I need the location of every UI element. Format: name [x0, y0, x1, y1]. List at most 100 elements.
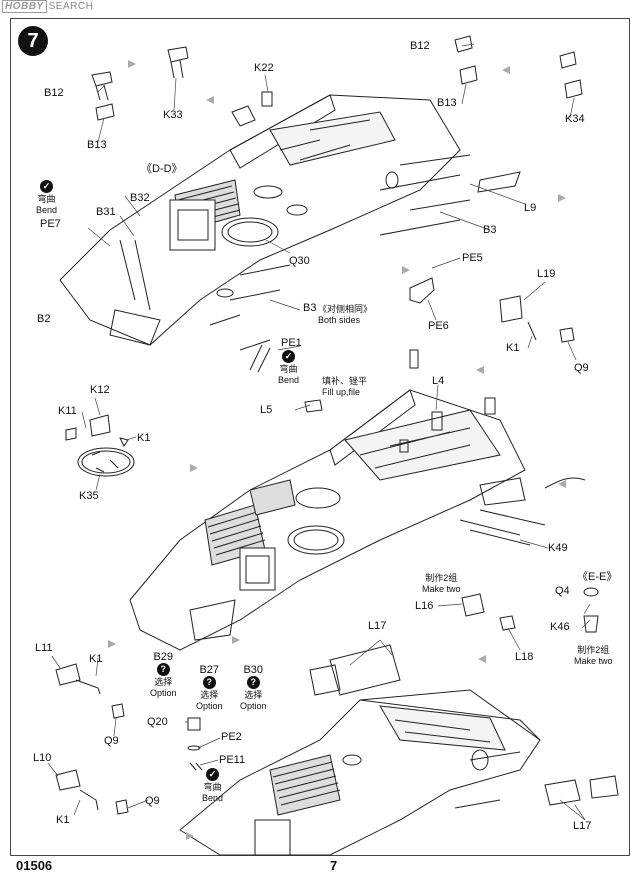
hull-bottom-drawing: [179, 644, 619, 856]
parts-middle-left: [65, 414, 135, 477]
label-b2: B2: [37, 313, 51, 325]
option-note-b29: B29 ? 选择 Option: [150, 652, 177, 699]
label-l16: L16: [415, 600, 434, 612]
option-note-b30: B30 ? 选择 Option: [240, 665, 267, 712]
fill-up-en: Fill up,file: [322, 387, 361, 397]
watermark-logo: HOBBY: [2, 0, 47, 13]
fill-up-cn: 填补、锉平: [322, 376, 368, 386]
option-cn: 选择: [244, 690, 263, 700]
parts-right-lower: [461, 587, 599, 633]
label-l17-bottom: L17: [573, 820, 592, 832]
bend-icon: ✓: [282, 350, 296, 363]
label-k35: K35: [79, 490, 99, 502]
parts-bottom-left: [55, 663, 203, 815]
label-k11: K11: [58, 405, 77, 417]
direction-arrows: [108, 60, 566, 840]
bend-note-cn: 弯曲: [203, 782, 222, 792]
label-q4: Q4: [555, 585, 570, 597]
both-sides-note: 《对侧相同》Both sides: [318, 304, 372, 326]
label-pe7: PE7: [40, 218, 61, 230]
label-l11: L11: [35, 642, 53, 654]
label-pe6: PE6: [428, 320, 449, 332]
label-q20: Q20: [147, 716, 168, 728]
label-l19: L19: [537, 268, 556, 280]
make-two-cn: 制作2组: [425, 573, 458, 583]
option-en: Option: [240, 701, 267, 711]
label-b12-left: B12: [44, 87, 64, 99]
label-k1-bottom: K1: [56, 814, 70, 826]
label-q30: Q30: [289, 255, 310, 267]
make-two-en: Make two: [422, 584, 461, 594]
label-b12-right: B12: [410, 40, 430, 52]
bend-note-pe1: ✓ 弯曲 Bend: [278, 350, 299, 386]
label-k33: K33: [163, 109, 183, 121]
label-pe5: PE5: [462, 252, 483, 264]
label-l9: L9: [524, 202, 537, 214]
bend-note-en: Bend: [36, 205, 58, 215]
bend-note-pe11: ✓ 弯曲 Bend: [202, 768, 223, 804]
leader-lines: [47, 43, 591, 821]
bend-icon: ✓: [206, 768, 220, 781]
make-two-en: Make two: [574, 656, 613, 666]
label-l4: L4: [432, 375, 445, 387]
label-k46: K46: [550, 621, 570, 633]
hull-top-drawing: [59, 94, 521, 373]
label-l5: L5: [260, 404, 273, 416]
label-l17-top: L17: [368, 620, 387, 632]
both-sides-en: Both sides: [318, 315, 361, 325]
question-icon: ?: [156, 663, 170, 676]
make-two-cn: 制作2组: [577, 645, 610, 655]
label-section-dd: 《D-D》: [141, 163, 183, 175]
label-b30: B30: [243, 664, 264, 676]
label-k12: K12: [90, 384, 110, 396]
label-l18: L18: [515, 651, 534, 663]
label-b3-upper: B3: [483, 224, 497, 236]
label-k1-lower: K1: [89, 653, 103, 665]
bend-note-cn: 弯曲: [279, 364, 298, 374]
label-pe1: PE1: [281, 337, 302, 349]
label-q9-right: Q9: [574, 362, 589, 374]
both-sides-cn: 《对侧相同》: [318, 304, 373, 314]
option-cn: 选择: [154, 677, 173, 687]
label-k49: K49: [548, 542, 568, 554]
label-section-ee: 《E-E》: [577, 571, 618, 583]
question-icon: ?: [246, 676, 260, 689]
parts-top-right: [454, 35, 583, 343]
label-pe11: PE11: [219, 754, 246, 766]
kit-code: 01506: [16, 858, 53, 873]
label-b32: B32: [130, 192, 150, 204]
label-k1-mid: K1: [137, 432, 151, 444]
label-b29: B29: [153, 651, 174, 663]
label-b27: B27: [199, 664, 220, 676]
label-b13-left: B13: [87, 139, 107, 151]
label-l10: L10: [33, 752, 52, 764]
option-en: Option: [196, 701, 223, 711]
label-q9-lower: Q9: [104, 735, 119, 747]
label-b13-right: B13: [437, 97, 457, 109]
bend-icon: ✓: [40, 180, 54, 193]
hull-middle-drawing: [129, 349, 586, 651]
bend-note-en: Bend: [278, 375, 300, 385]
label-pe2: PE2: [221, 731, 242, 743]
step-number-badge: 7: [18, 26, 48, 56]
label-b3-lower: B3: [303, 302, 317, 314]
parts-top-left: [91, 46, 273, 127]
bend-note-pe7: ✓ 弯曲 Bend: [36, 180, 57, 216]
label-q9-bottom: Q9: [145, 795, 160, 807]
label-k22: K22: [254, 62, 274, 74]
option-cn: 选择: [200, 690, 219, 700]
bend-note-en: Bend: [202, 793, 224, 803]
label-k1-right: K1: [506, 342, 520, 354]
label-b31: B31: [96, 206, 116, 218]
watermark-text: SEARCH: [48, 1, 94, 12]
label-k34: K34: [565, 113, 585, 125]
page-number: 7: [330, 858, 338, 873]
question-icon: ?: [202, 676, 216, 689]
bend-note-cn: 弯曲: [37, 194, 56, 204]
